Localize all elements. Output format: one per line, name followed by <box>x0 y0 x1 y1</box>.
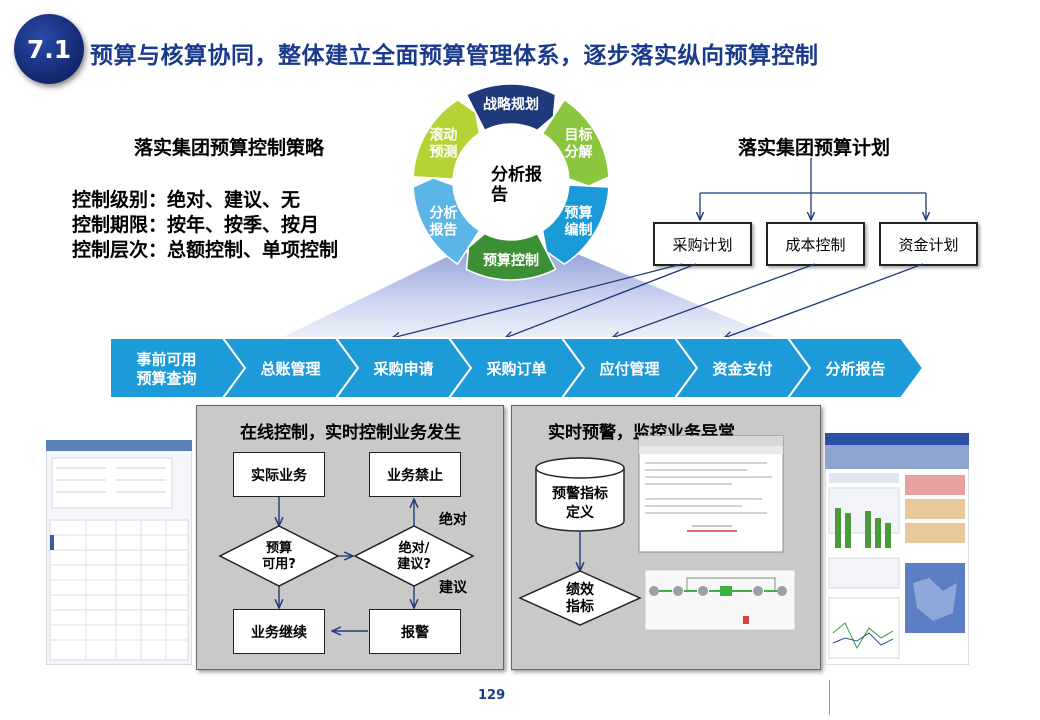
section-badge: 7.1 <box>14 14 84 84</box>
plan-connectors <box>392 158 926 338</box>
footer-divider <box>829 680 830 715</box>
plan-box-cost: 成本控制 <box>766 222 865 266</box>
realtime-alert-panel: 实时预警，监控业务异常 预警指标 定义 绩效 指标 <box>511 405 821 670</box>
plan-box-fund: 资金计划 <box>879 222 978 266</box>
process-step-label-3-0: 采购订单 <box>485 360 546 378</box>
workflow-screenshot <box>644 569 796 631</box>
strategy-title: 落实集团预算控制策略 <box>134 137 325 159</box>
cycle-label-2-1: 编制 <box>565 222 593 239</box>
process-step-label-4-0: 应付管理 <box>599 360 659 378</box>
absolute-suggest-line2: 建议? <box>397 556 431 572</box>
continue-business-box: 业务继续 <box>233 609 325 654</box>
cycle-segment-0 <box>465 83 557 132</box>
strategy-control-hierarchy: 控制层次：总额控制、单项控制 <box>72 239 339 261</box>
funnel-shape <box>283 253 775 337</box>
alert-definition-line2: 定义 <box>566 504 594 521</box>
cycle-center <box>455 126 567 238</box>
process-step-label-0-0: 事前可用 <box>136 351 196 369</box>
cycle-label-3-0: 预算控制 <box>483 252 539 269</box>
actual-business-box: 实际业务 <box>233 452 325 497</box>
cycle-segment-5 <box>412 98 481 180</box>
strategy-control-level: 控制级别：绝对、建议、无 <box>72 189 301 211</box>
realtime-alert-graphic: 预警指标 定义 绩效 指标 <box>518 435 796 631</box>
online-control-title: 在线控制，实时控制业务发生 <box>240 423 461 443</box>
budget-available-line1: 预算 <box>266 540 292 556</box>
absolute-suggest-diamond <box>353 525 475 587</box>
budget-available-diamond <box>218 525 340 587</box>
alert-window-screenshot <box>638 435 784 553</box>
process-step-6 <box>786 337 925 399</box>
cycle-label-2-0: 预算 <box>565 205 593 222</box>
plan-box-procurement: 采购计划 <box>653 222 752 266</box>
alarm-box: 报警 <box>369 609 461 654</box>
strategy-control-period: 控制期限：按年、按季、按月 <box>72 214 320 236</box>
cycle-center-label-1: 告 <box>491 184 508 205</box>
page-title: 预算与核算协同，整体建立全面预算管理体系，逐步落实纵向预算控制 <box>90 43 819 69</box>
online-control-flow: 预算 可用? 绝对/ 建议? <box>218 497 475 669</box>
cycle-segment-2 <box>541 184 610 266</box>
process-step-label-0-1: 预算查询 <box>136 370 196 388</box>
alert-definition-cylinder <box>535 457 625 532</box>
kpi-diamond <box>518 570 642 626</box>
cycle-label-1-0: 目标 <box>565 127 593 144</box>
budget-query-screenshot <box>46 440 192 665</box>
online-control-panel: 在线控制，实时控制业务发生 预算 可用? 绝对/ 建议? 实际业务 业务禁止 业… <box>196 405 504 670</box>
cycle-label-5-1: 预测 <box>429 144 457 161</box>
process-step-label-2-0: 采购申请 <box>372 360 433 378</box>
cycle-label-0-0: 战略规划 <box>483 96 539 113</box>
cycle-segment-3 <box>465 232 557 281</box>
cycle-segment-4 <box>412 177 481 266</box>
process-step-label-1-0: 总账管理 <box>260 360 320 378</box>
cycle-label-4-1: 报告 <box>429 222 457 239</box>
cycle-label-1-1: 分解 <box>565 144 593 161</box>
cycle-segment-1 <box>541 98 610 187</box>
plan-title: 落实集团预算计划 <box>738 137 891 159</box>
suggest-label: 建议 <box>439 580 467 596</box>
budget-available-line2: 可用? <box>262 557 296 572</box>
business-prohibited-box: 业务禁止 <box>369 452 461 497</box>
cycle-label-5-0: 滚动 <box>429 127 457 144</box>
alert-definition-line1: 预警指标 <box>552 485 608 502</box>
analysis-dashboard-screenshot <box>825 433 969 665</box>
process-step-label-5-0: 资金支付 <box>712 360 772 378</box>
cycle-label-4-0: 分析 <box>429 205 457 222</box>
cycle-center-label-0: 分析报 <box>491 164 542 185</box>
absolute-suggest-line1: 绝对/ <box>399 540 430 556</box>
kpi-line1: 绩效 <box>566 581 595 598</box>
process-step-label-6-0: 分析报告 <box>825 360 885 378</box>
page-number: 129 <box>478 688 506 703</box>
absolute-label: 绝对 <box>439 512 467 528</box>
kpi-line2: 指标 <box>566 598 594 615</box>
